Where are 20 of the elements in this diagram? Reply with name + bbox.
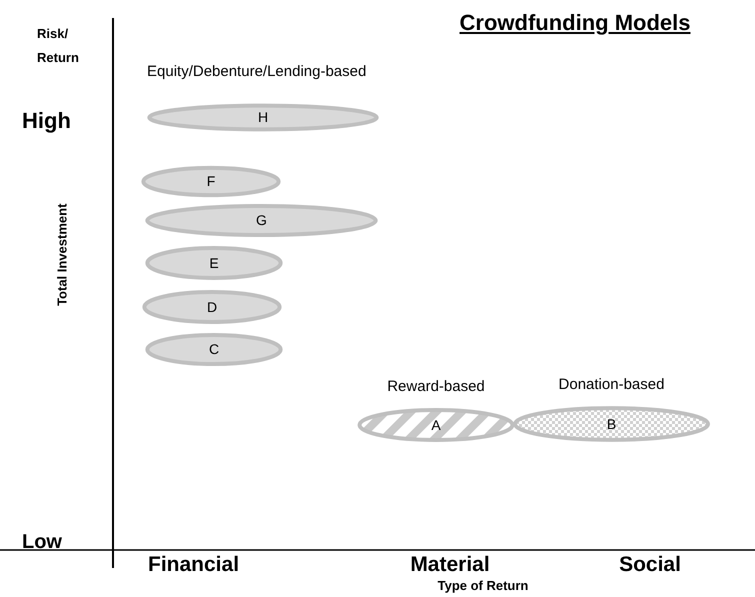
axis-label: High (22, 107, 71, 135)
axis-label: Total Investment (53, 204, 70, 306)
category-label: Reward-based (387, 377, 485, 397)
node-label: A (431, 416, 441, 434)
axis-label: Type of Return (436, 578, 530, 594)
category-label: Donation-based (558, 375, 664, 395)
node-label: E (209, 254, 219, 272)
axis-label: Social (618, 553, 682, 577)
node-label: G (256, 211, 267, 230)
axis-label: Low (22, 530, 62, 555)
node-label: F (206, 172, 216, 191)
node-label: B (606, 414, 616, 434)
axis-label: Risk/ Return (37, 25, 80, 67)
node-label: C (208, 340, 220, 359)
node-label: H (258, 108, 268, 127)
title: Crowdfunding Models (460, 10, 690, 35)
axis-label: Material (409, 553, 491, 577)
axis-label: Financial (148, 553, 240, 577)
axis-label: Equity/Debenture/Lending-based (147, 62, 366, 82)
node-label: D (206, 298, 218, 316)
